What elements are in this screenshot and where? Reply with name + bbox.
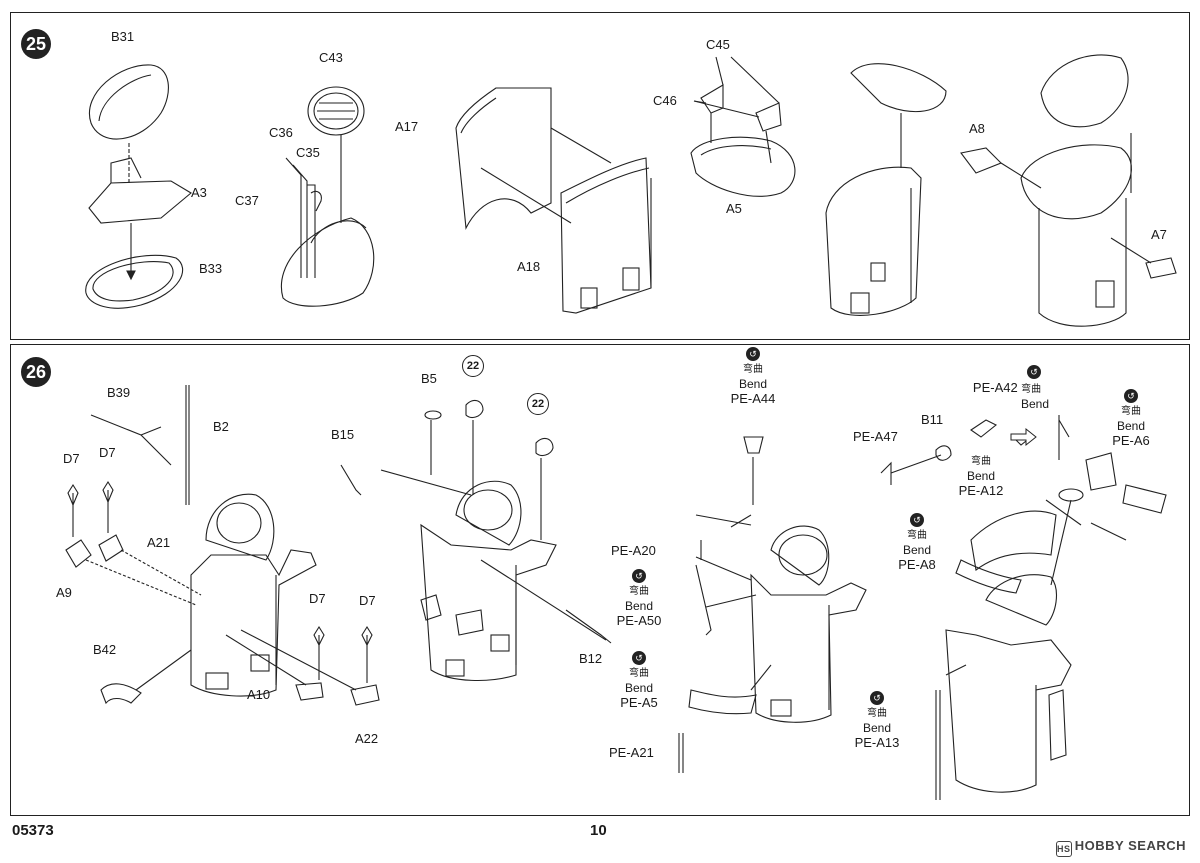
part-a3	[88, 180, 192, 224]
label-a7: A7	[1151, 227, 1167, 242]
bend-icon: ↺	[1027, 365, 1041, 379]
part-b33	[85, 254, 184, 309]
label-a10: A10	[247, 687, 271, 702]
part-a9	[65, 539, 92, 568]
label-pe-a47: PE-A47	[853, 429, 898, 444]
part-body-c43	[280, 217, 375, 307]
step-25-panel: 25	[10, 12, 1190, 340]
part-b31	[88, 64, 169, 140]
part-assembly-26c	[750, 573, 867, 723]
arrow-right-icon	[1010, 427, 1037, 447]
label-a21: A21	[147, 535, 171, 550]
label-a3: A3	[191, 185, 207, 200]
bend-callout-pe-a8: ↺ 弯曲 Bend PE-A8	[898, 513, 936, 572]
label-d7-d: D7	[359, 593, 376, 608]
label-a8: A8	[969, 121, 985, 136]
part-a17	[455, 87, 552, 230]
part-b42	[100, 683, 142, 705]
hobby-search-logo-icon: HS	[1055, 841, 1072, 857]
part-assembly-25a	[825, 166, 922, 316]
label-b15: B15	[331, 427, 355, 442]
part-pe-a8	[955, 559, 1022, 594]
step-25-drawing	[85, 54, 1177, 327]
part-assembly-26d	[945, 629, 1072, 793]
bend-icon: ↺	[1124, 389, 1138, 403]
label-b39: B39	[107, 385, 131, 400]
label-a22: A22	[355, 731, 379, 746]
label-pe-a20: PE-A20	[611, 543, 656, 558]
bend-icon: ↺	[910, 513, 924, 527]
part-pe-a12	[970, 510, 1057, 571]
label-b5: B5	[421, 371, 437, 386]
label-b42: B42	[93, 642, 117, 657]
label-d7-a: D7	[63, 451, 80, 466]
bend-icon: ↺	[870, 691, 884, 705]
label-b31: B31	[111, 29, 135, 44]
step-26-drawing	[65, 385, 1167, 800]
product-code: 05373	[12, 822, 54, 839]
label-c43: C43	[319, 50, 343, 65]
step-26-panel: 26	[10, 344, 1190, 816]
bend-icon: ↺	[632, 651, 646, 665]
label-c35: C35	[296, 145, 320, 160]
label-a17: A17	[395, 119, 419, 134]
ref-step-22-b: 22	[527, 393, 549, 415]
bend-callout-pe-a12: 弯曲 Bend PE-A12	[958, 456, 1004, 498]
bend-icon: ↺	[746, 347, 760, 361]
part-assembly-26a	[190, 549, 317, 697]
label-b12: B12	[579, 651, 603, 666]
label-c45: C45	[706, 37, 730, 52]
page-number: 10	[590, 822, 607, 839]
part-a18	[560, 157, 652, 314]
bend-callout-pe-a50: ↺ 弯曲 Bend PE-A50	[616, 569, 662, 628]
bend-icon: ↺	[632, 569, 646, 583]
part-a5	[690, 136, 796, 197]
label-d7-b: D7	[99, 445, 116, 460]
label-pe-a21: PE-A21	[609, 745, 654, 760]
part-assembly-26b	[420, 523, 557, 681]
label-b11: B11	[921, 412, 944, 427]
bend-callout-pe-a44: ↺ 弯曲 Bend PE-A44	[730, 347, 776, 406]
label-d7-c: D7	[309, 591, 326, 606]
bend-callout-pe-a42: ↺ PE-A42 弯曲 Bend	[972, 365, 1050, 411]
bend-callout-pe-a13: ↺ 弯曲 Bend PE-A13	[854, 691, 900, 750]
label-a9: A9	[56, 585, 72, 600]
label-c37: C37	[235, 193, 259, 208]
step-number-26: 26	[21, 357, 51, 387]
label-b2: B2	[213, 419, 229, 434]
label-c46: C46	[653, 93, 677, 108]
part-a10	[295, 682, 324, 701]
ref-step-22-a: 22	[462, 355, 484, 377]
bend-callout-pe-a6: ↺ 弯曲 Bend PE-A6	[1112, 389, 1150, 448]
label-a18: A18	[517, 259, 541, 274]
label-a5: A5	[726, 201, 742, 216]
part-a22	[350, 684, 380, 706]
label-b33: B33	[199, 261, 223, 276]
step-number-25: 25	[21, 29, 51, 59]
bend-callout-pe-a5: ↺ 弯曲 Bend PE-A5	[620, 651, 658, 710]
label-c36: C36	[269, 125, 293, 140]
part-a21	[98, 534, 124, 562]
